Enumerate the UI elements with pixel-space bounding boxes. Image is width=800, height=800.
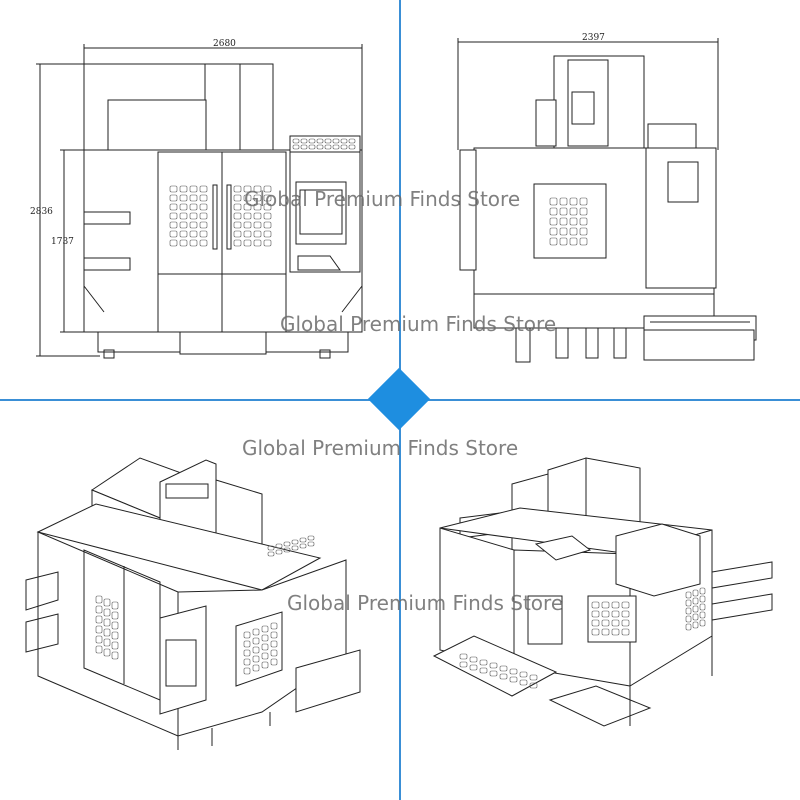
dim-side-width-label: 2397: [582, 33, 605, 43]
dim-height-lower-label: 1737: [51, 237, 74, 247]
side-view-drawing: 2397: [457, 33, 757, 363]
iso-rear-panel: [400, 400, 800, 800]
door-window-right: [233, 185, 272, 247]
side-view-panel: 2397: [400, 0, 800, 400]
front-view-drawing: 2680 2836 1737: [30, 39, 363, 359]
watermark: Global Premium Finds Store: [280, 312, 557, 336]
watermark: Global Premium Finds Store: [242, 436, 519, 460]
iso-rear-tray-left: [432, 635, 558, 697]
iso-coolant-tray: [295, 649, 361, 713]
front-view-panel: 2680 2836 1737: [0, 0, 400, 400]
iso-rear-tray-right: [548, 685, 652, 727]
watermark: Global Premium Finds Store: [287, 591, 564, 615]
dim-height-total-label: 2836: [30, 207, 53, 217]
iso-front-panel: [0, 400, 400, 800]
iso-control-panel: [159, 605, 207, 715]
iso-front-drawing: [25, 457, 361, 750]
door-window-left: [169, 185, 208, 247]
top-vents: [292, 138, 356, 150]
iso-rear-drawing: [432, 457, 773, 727]
dim-width-label: 2680: [213, 39, 236, 49]
watermark: Global Premium Finds Store: [244, 187, 521, 211]
